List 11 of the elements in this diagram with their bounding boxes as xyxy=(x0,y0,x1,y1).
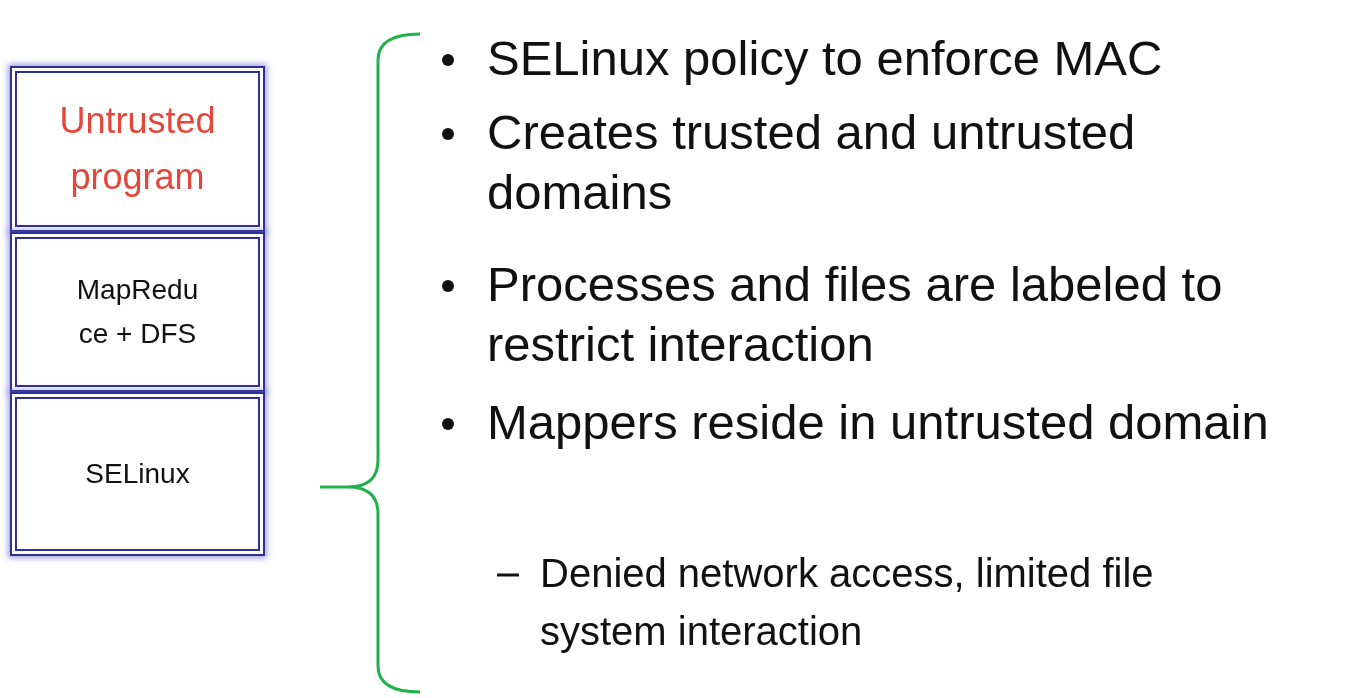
sub-bullet-point: Denied network access, limited file system interaction xyxy=(540,550,1155,655)
bullet-point: Mappers reside in untrusted domain xyxy=(487,394,1270,451)
bullet-point: Processes and files are labeled to restrict interaction xyxy=(487,256,1224,373)
layer-label: SELinux xyxy=(84,457,191,491)
stack-layer-box xyxy=(10,392,265,556)
layer-label: Untrusted program xyxy=(58,99,217,199)
layer-label: MapReduce + DFS xyxy=(75,273,200,351)
bullet-point: Creates trusted and untrusted domains xyxy=(487,104,1137,221)
bullet-point: SELinux policy to enforce MAC xyxy=(487,30,1164,87)
stack-layer-box xyxy=(10,66,265,232)
stack-layer-box xyxy=(10,232,265,392)
